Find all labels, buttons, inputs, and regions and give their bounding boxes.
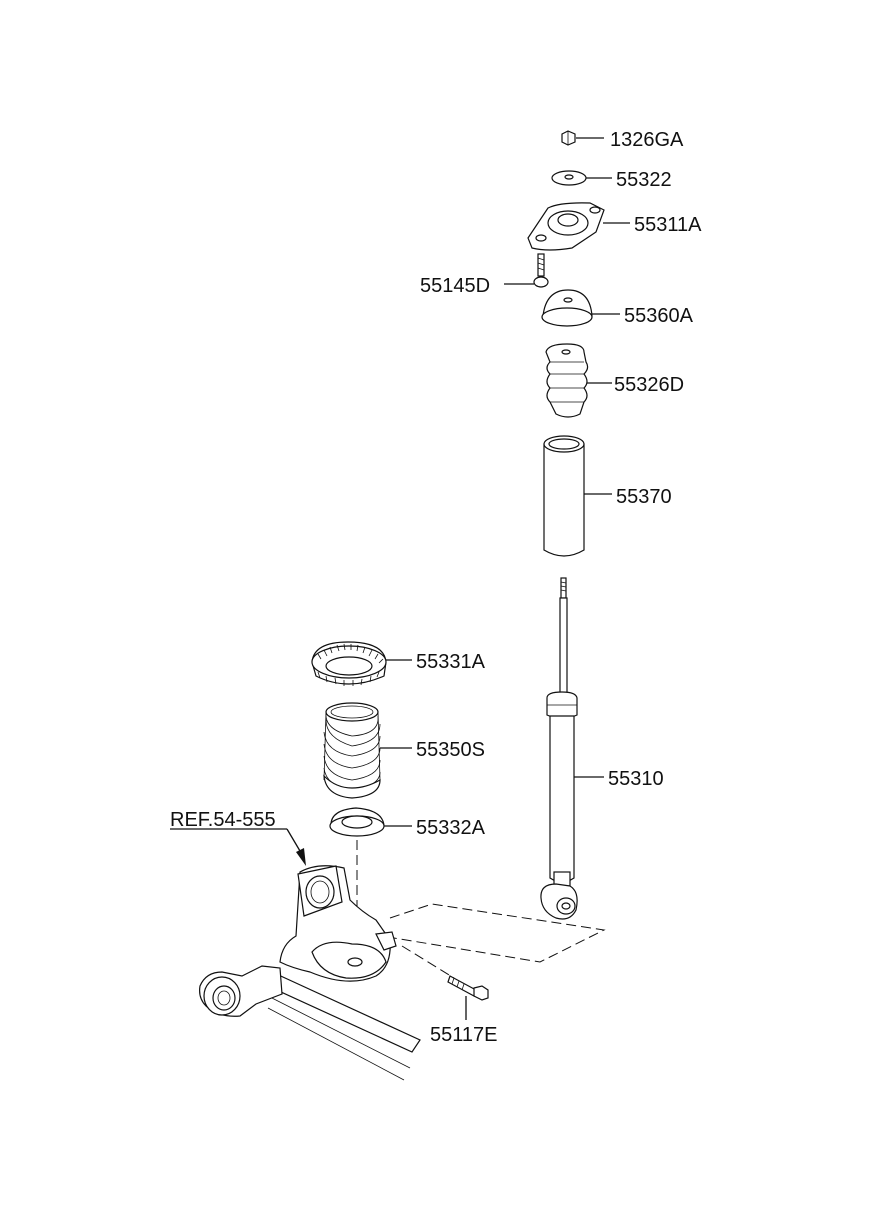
reference-arrow (296, 848, 306, 866)
spring-seat-upper-55331A (311, 641, 387, 686)
dust-cover-55370 (543, 435, 585, 557)
label-1326GA: 1326GA (610, 129, 684, 151)
washer-55322 (551, 170, 587, 186)
reference-leader (286, 828, 301, 852)
spring-seat-lower-55332A (329, 807, 385, 837)
label-55370: 55370 (616, 486, 672, 508)
label-55117E: 55117E (430, 1024, 497, 1046)
label-55350S: 55350S (416, 739, 485, 761)
bolt-55145D (533, 253, 549, 288)
rear-axle-beam (199, 865, 421, 1081)
nut-1326GA (561, 130, 576, 146)
label-55310: 55310 (608, 768, 664, 790)
assembly-line-shock (389, 903, 606, 963)
label-55145D: 55145D (420, 275, 490, 297)
assembly-line-bolt (401, 945, 455, 979)
label-55326D: 55326D (614, 374, 684, 396)
insulator-55360A (541, 289, 593, 327)
mount-plate-55311A (527, 202, 605, 251)
label-55331A: 55331A (416, 651, 486, 673)
bump-stopper-55326D (545, 343, 589, 418)
label-55332A: 55332A (416, 817, 486, 839)
label-55311A: 55311A (634, 214, 702, 236)
reference-label: REF.54-555 (170, 809, 276, 831)
label-55322: 55322 (616, 169, 672, 191)
bolt-55117E (447, 975, 489, 1001)
coil-spring-55350S (323, 702, 381, 799)
label-55360A: 55360A (624, 305, 694, 327)
shock-absorber-55310 (540, 577, 578, 920)
